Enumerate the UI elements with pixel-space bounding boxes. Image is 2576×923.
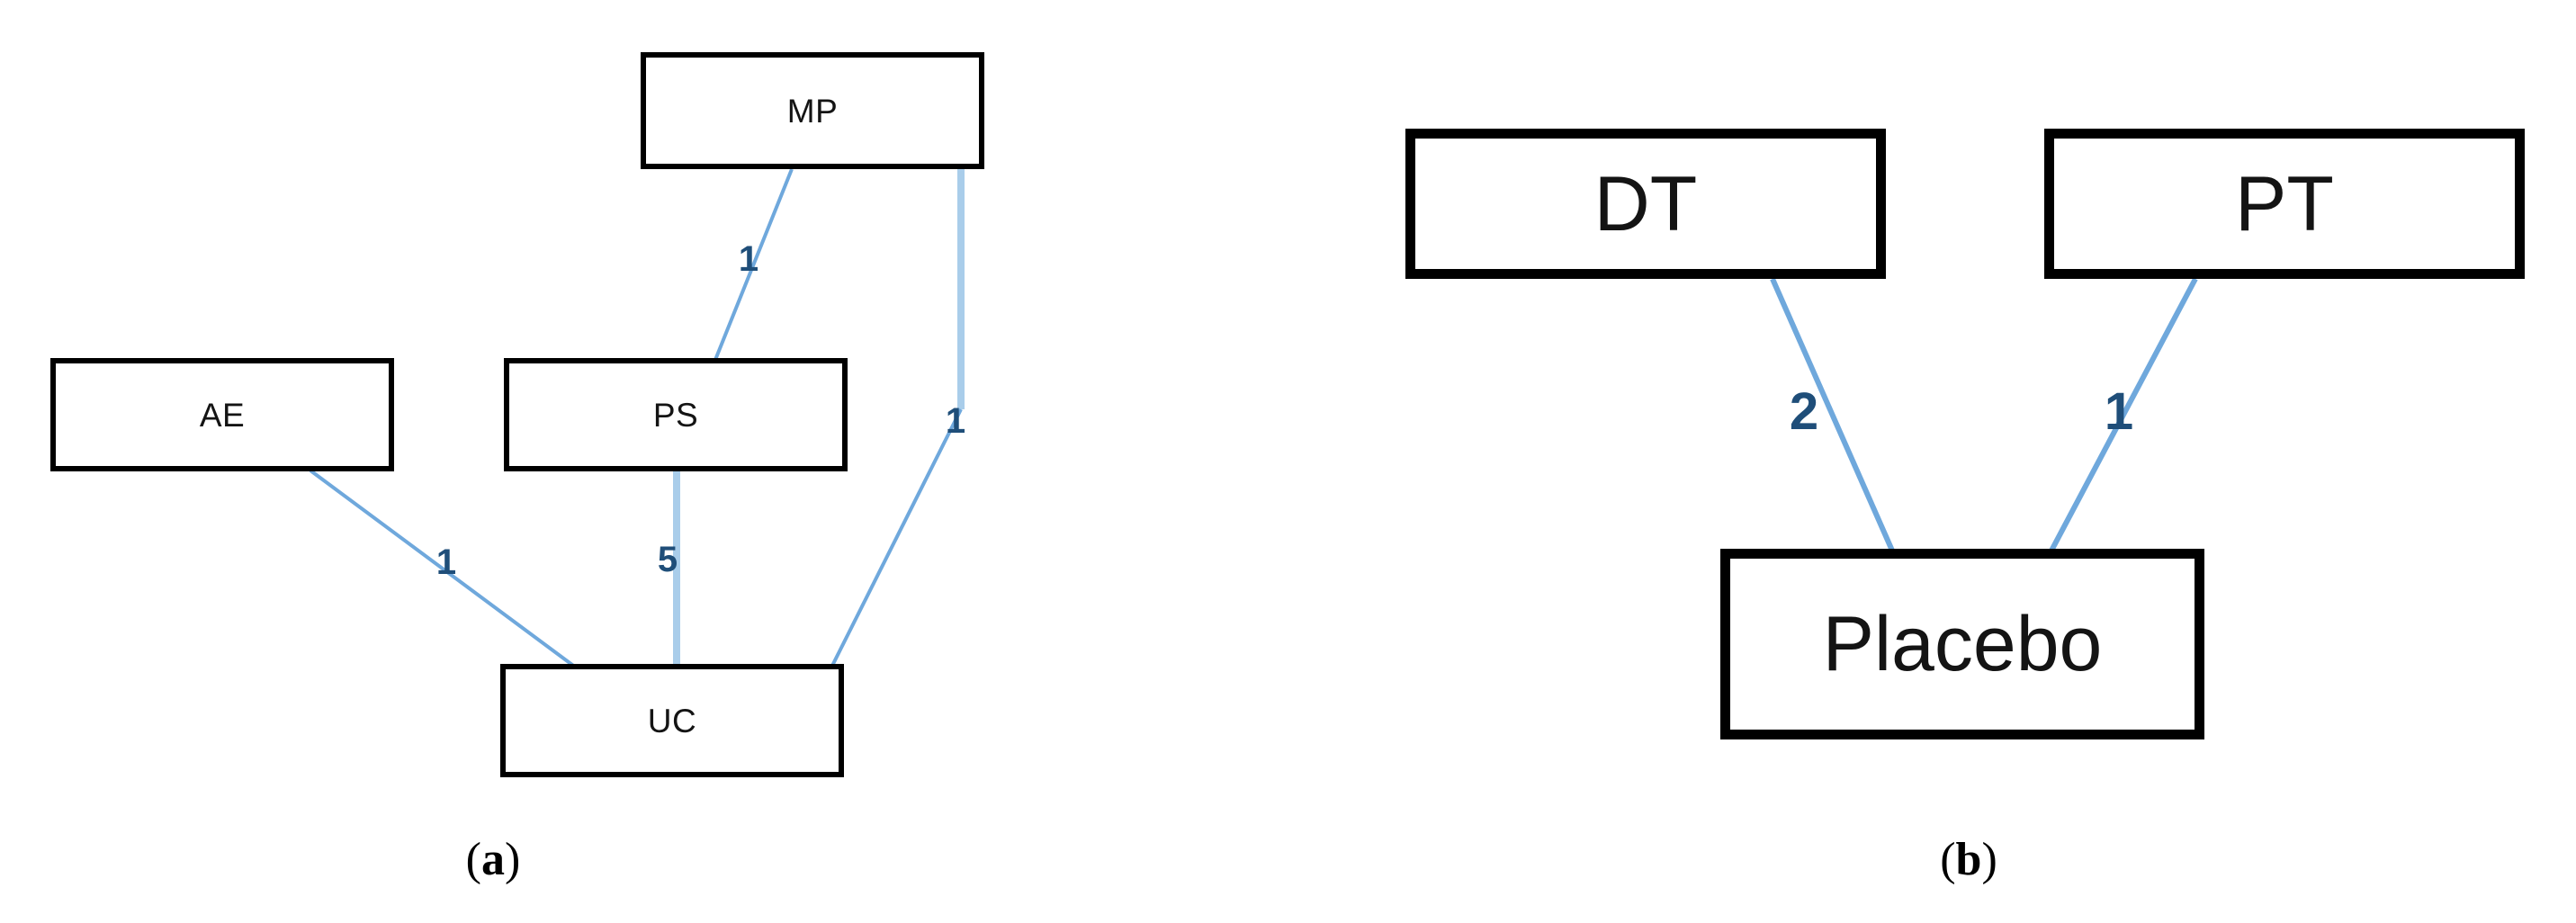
edge-label-pt-placebo: 1 [2104, 382, 2134, 441]
edge-label-ps-uc: 5 [657, 540, 678, 579]
node-pt[interactable]: PT [2044, 129, 2525, 279]
node-ps-label: PS [652, 396, 699, 434]
caption-a-open-paren: ( [465, 834, 481, 885]
edge-label-mp-uc: 1 [945, 401, 966, 441]
caption-b-open-paren: ( [1940, 834, 1956, 885]
node-uc-label: UC [647, 702, 697, 739]
panel-b: DT PT Placebo 2 1 (b) [1260, 0, 2576, 923]
caption-b-letter: b [1955, 834, 1982, 885]
node-placebo-label: Placebo [1822, 601, 2103, 687]
node-mp[interactable]: MP [641, 52, 984, 169]
edge-mp-uc-lower [830, 408, 963, 667]
edge-label-dt-placebo: 2 [1789, 382, 1819, 441]
edge-label-ae-uc: 1 [435, 542, 457, 582]
node-dt-label: DT [1593, 160, 1698, 247]
node-uc[interactable]: UC [500, 664, 844, 777]
caption-panel-b: (b) [1940, 837, 1997, 883]
caption-panel-a: (a) [466, 837, 521, 883]
node-ps[interactable]: PS [504, 358, 848, 471]
panel-a: MP AE PS UC 1 1 1 5 (a) [0, 0, 1260, 923]
node-pt-label: PT [2235, 160, 2334, 247]
caption-a-close-paren: ) [505, 834, 521, 885]
node-mp-label: MP [786, 92, 839, 130]
node-dt[interactable]: DT [1405, 129, 1886, 279]
node-ae-label: AE [199, 396, 246, 434]
edge-label-mp-ps: 1 [738, 239, 759, 279]
node-placebo[interactable]: Placebo [1720, 549, 2204, 739]
node-ae[interactable]: AE [50, 358, 394, 471]
caption-b-close-paren: ) [1981, 834, 1997, 885]
caption-a-letter: a [481, 834, 505, 885]
